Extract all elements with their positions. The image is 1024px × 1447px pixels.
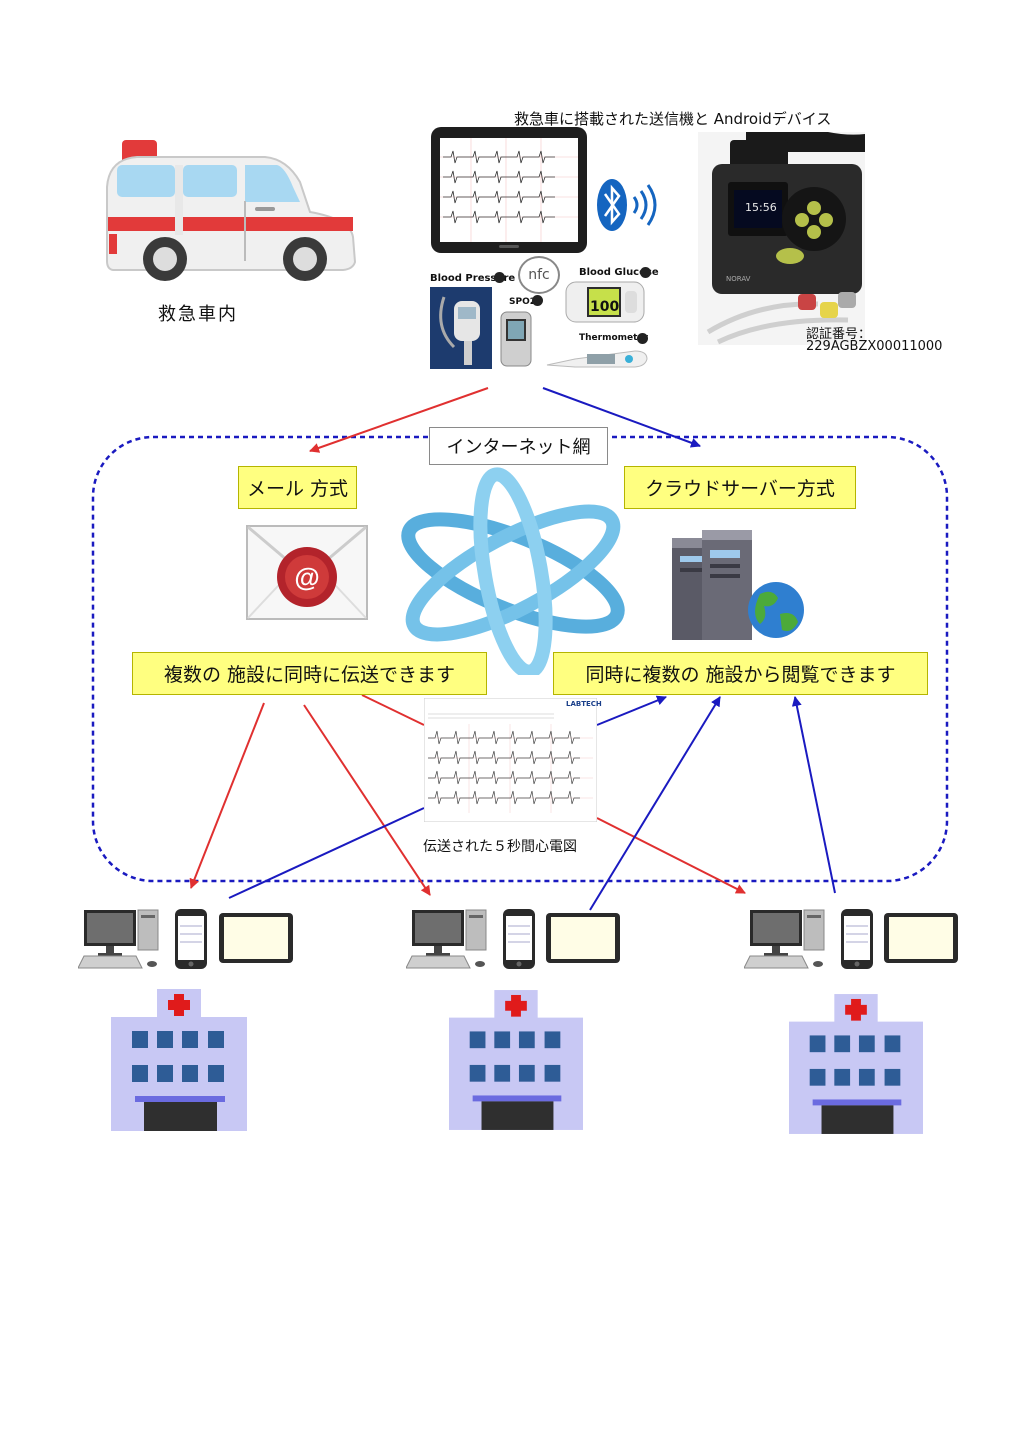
mail-arrow-h2 <box>303 704 431 896</box>
hospital-icon <box>789 994 923 1134</box>
mail-description: 複数の 施設に同時に伝送できます <box>132 652 487 695</box>
cloud-arrow-ecg <box>596 695 667 726</box>
cloud-server-icon <box>672 530 804 640</box>
thermo-bluetooth-dot-icon <box>637 333 648 344</box>
nfc-label: nfc <box>528 267 550 283</box>
blood-pressure-label: Blood Pressure <box>430 273 516 284</box>
internet-network-border <box>91 435 949 883</box>
tablet-ecg-icon <box>431 127 587 253</box>
svg-text:@: @ <box>294 562 319 592</box>
blood-pressure-monitor-icon <box>430 287 492 369</box>
mail-arrow-h3 <box>596 817 746 894</box>
mail-arrow-h1 <box>189 702 265 889</box>
mail-arrow-device <box>309 387 489 453</box>
mail-method-label: メール 方式 <box>238 466 357 509</box>
mail-arrow-ecg <box>361 694 425 726</box>
ecg-recorder-device-icon <box>698 132 865 345</box>
recorder-time: 15:56 <box>745 201 777 214</box>
blood-glucose-label: Blood Glucose <box>579 267 659 278</box>
smartphone-icon <box>503 909 535 969</box>
desktop-computer-icon <box>406 909 487 969</box>
cloud-method-label: クラウドサーバー方式 <box>624 466 856 509</box>
glucose-bluetooth-dot-icon <box>640 267 651 278</box>
bp-bluetooth-dot-icon <box>494 272 505 283</box>
spo2-label: SPO2 <box>509 297 536 307</box>
tablet-icon <box>219 913 293 963</box>
cloud-description: 同時に複数の 施設から閲覧できます <box>553 652 928 695</box>
desktop-computer-icon <box>744 909 825 969</box>
tablet-icon <box>884 913 958 963</box>
ecg-caption: 伝送された５秒間心電図 <box>423 839 577 855</box>
thermometer-icon <box>546 350 648 368</box>
cloud-arrow-device <box>542 387 701 448</box>
hospital-icon <box>111 989 247 1131</box>
devices-caption: 救急車に搭載された送信機と Androidデバイス <box>514 110 832 128</box>
email-icon: @ <box>246 525 368 620</box>
tablet-icon <box>546 913 620 963</box>
recorder-brand: NORAV <box>726 275 751 283</box>
certification-label: 認証番号： <box>806 327 872 342</box>
ecg-brand: LABTECH <box>566 700 602 708</box>
ecg-report-icon <box>424 698 597 822</box>
cloud-arrow-h1 <box>228 807 425 899</box>
nfc-icon: nfc <box>518 256 560 294</box>
desktop-computer-icon <box>78 909 159 969</box>
ambulance-label: 救急車内 <box>158 304 238 325</box>
glucose-value: 100 <box>590 299 620 315</box>
certification-number: 229AGBZX00011000 <box>806 339 943 354</box>
internet-network-icon <box>401 467 625 675</box>
cloud-arrow-h2 <box>589 696 721 911</box>
bluetooth-icon <box>597 179 657 231</box>
ambulance-icon <box>106 140 357 281</box>
smartphone-icon <box>841 909 873 969</box>
internet-network-title: インターネット網 <box>429 427 608 465</box>
hospital-icon <box>449 990 583 1130</box>
thermometer-label: Thermometer <box>579 333 648 343</box>
spo2-bluetooth-dot-icon <box>532 295 543 306</box>
smartphone-icon <box>175 909 207 969</box>
pulse-oximeter-icon <box>500 311 532 367</box>
cloud-arrow-h3 <box>791 696 836 894</box>
glucose-meter-icon <box>565 281 645 323</box>
